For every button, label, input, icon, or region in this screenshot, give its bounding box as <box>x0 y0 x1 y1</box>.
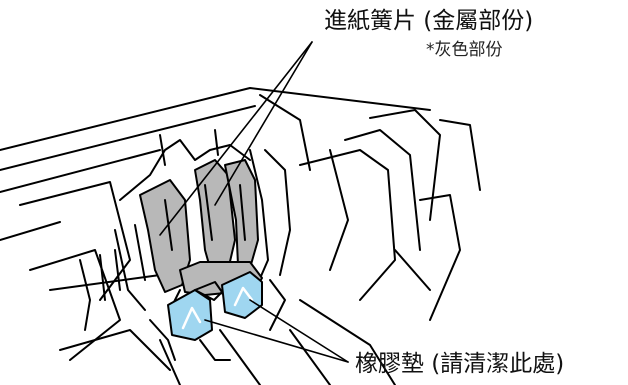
rubber-pad-arrows <box>181 286 254 330</box>
separator-pad-note: *灰色部份 <box>426 40 503 60</box>
roller-housing <box>149 281 231 361</box>
leader-lines <box>159 41 349 363</box>
leader-rubber-2 <box>249 299 349 363</box>
separator-pad-label: 進紙簧片 (金屬部份) <box>324 8 534 34</box>
leader-separator-2 <box>214 41 313 206</box>
leader-separator-1 <box>159 41 313 236</box>
rubber-pads-label: 橡膠墊 (請清潔此處) <box>355 351 565 377</box>
scanner-housing <box>0 87 481 385</box>
leader-rubber-1 <box>204 319 349 363</box>
